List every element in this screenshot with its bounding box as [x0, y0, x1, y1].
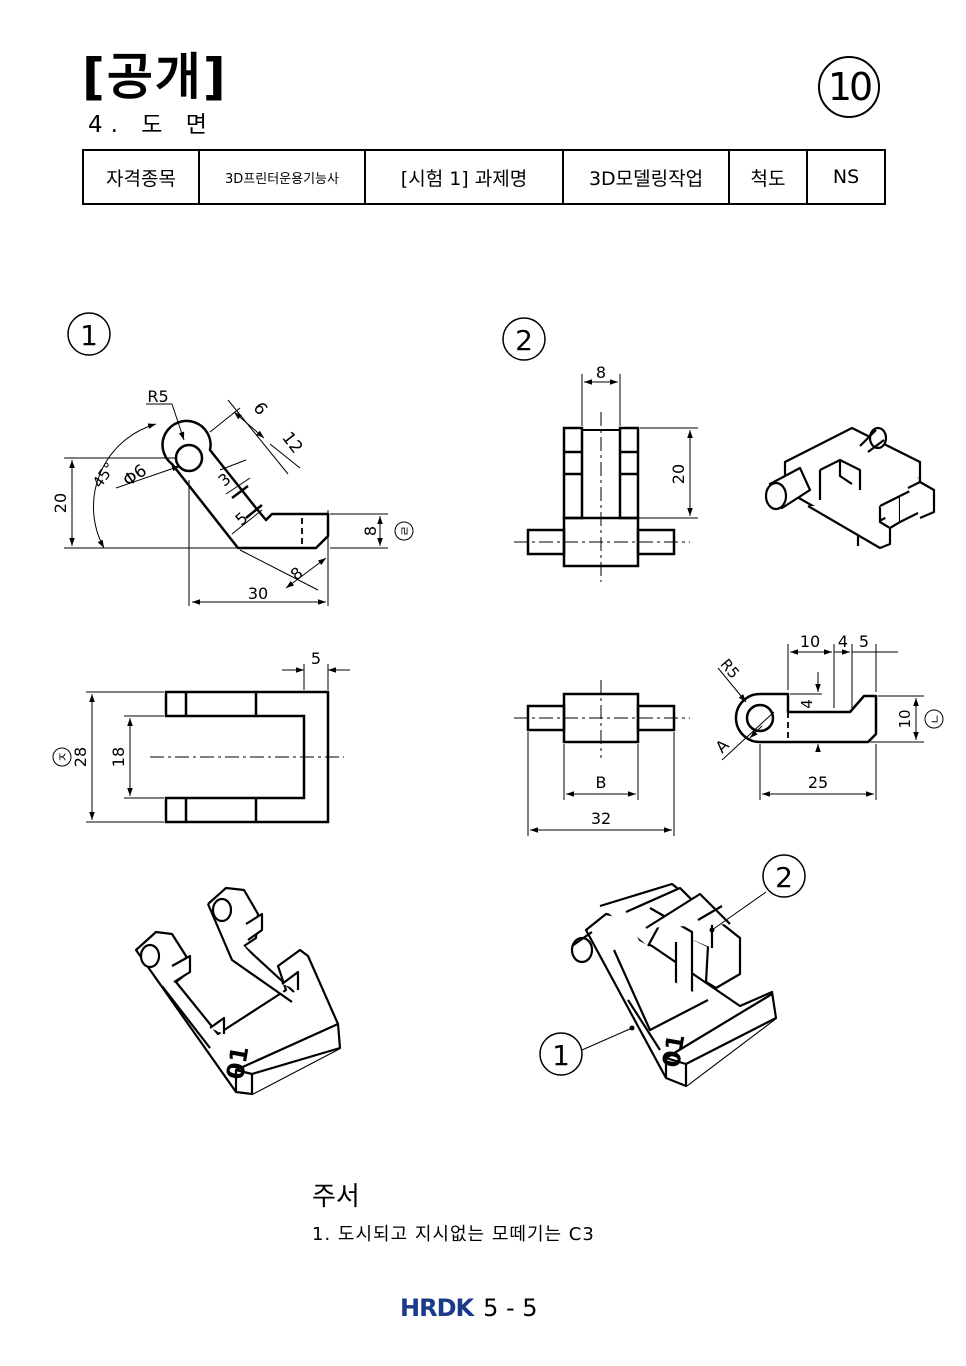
view-1-label: 1 — [67, 312, 111, 356]
info-row: 자격종목 3D프린터운용기능사 [시험 1] 과제명 3D모델링작업 척도 NS — [82, 149, 886, 205]
dim-28: 28 — [71, 747, 90, 767]
callout-1: 1 — [539, 1025, 635, 1076]
dim-r5-side: R5 — [717, 655, 744, 682]
dim-20-front: 20 — [51, 493, 70, 513]
part1-isometric — [134, 886, 342, 1096]
dim-18: 18 — [109, 747, 128, 767]
hrdk-logo: HRDK — [400, 1294, 474, 1322]
view-2-label: 2 — [502, 317, 546, 361]
dim-10-height: 10 — [896, 709, 914, 728]
ref-j-marker: ㅈ — [52, 747, 72, 767]
dim-8-height: 8 — [361, 526, 380, 536]
dim-6: 6 — [249, 398, 271, 419]
dim-r5: R5 — [147, 387, 168, 406]
dim-8-angled: 8 — [287, 563, 307, 584]
dim-b: B — [596, 773, 607, 792]
dim-phi6: Φ6 — [119, 461, 150, 491]
dim-5-arm: 5 — [231, 508, 251, 529]
dim-5-side: 5 — [859, 632, 869, 651]
dim-4-side: 4 — [838, 632, 848, 651]
footer-page-number: 5 - 5 — [483, 1294, 538, 1322]
footer: HRDK 5 - 5 — [400, 1296, 538, 1320]
part2-side-dims — [717, 644, 924, 800]
notes-title: 주서 — [312, 1182, 360, 1212]
svg-text:2: 2 — [515, 324, 533, 357]
svg-text:1: 1 — [552, 1039, 570, 1072]
dim-10-side: 10 — [800, 632, 820, 651]
ref-r-marker: ㄹ — [394, 521, 414, 541]
part1-front-dims — [64, 399, 388, 606]
dim-3: 3 — [214, 469, 234, 490]
section-subtitle: 4. 도 면 — [88, 112, 215, 138]
part2-front-dims — [514, 374, 698, 582]
dim-30: 30 — [248, 584, 268, 603]
page-number-badge: 10 — [818, 56, 880, 118]
dim-32: 32 — [591, 809, 611, 828]
dim-20-side: 20 — [669, 464, 688, 484]
callout-2: 2 — [709, 854, 806, 933]
part2-top-dims — [514, 680, 690, 836]
part1-top-view — [164, 690, 330, 824]
dim-4-depth: 4 — [798, 699, 816, 709]
info-cell-scale: NS — [806, 149, 886, 205]
note-item: 1. 도시되고 지시없는 모떼기는 C3 — [312, 1224, 595, 1245]
info-cell-task: 3D모델링작업 — [562, 149, 730, 205]
info-cell-subject-label: 자격종목 — [82, 149, 200, 205]
part1-top-dims — [86, 664, 350, 823]
svg-text:ㄴ: ㄴ — [928, 713, 942, 724]
svg-text:1: 1 — [80, 319, 98, 352]
dim-5-top: 5 — [311, 649, 321, 668]
dim-25: 25 — [808, 773, 828, 792]
assembly-isometric — [570, 882, 778, 1088]
assembly-mark: 01 — [657, 1032, 690, 1070]
svg-text:2: 2 — [775, 861, 793, 894]
info-table: 자격종목 3D프린터운용기능사 [시험 1] 과제명 3D모델링작업 척도 NS — [82, 149, 886, 205]
info-cell-scale-label: 척도 — [728, 149, 808, 205]
page-title: [공개] — [82, 48, 228, 106]
ref-n-marker: ㄴ — [924, 709, 944, 729]
part1-front-view — [161, 419, 330, 550]
part1-mark: 01 — [221, 1044, 254, 1082]
dim-8-top: 8 — [596, 363, 606, 382]
info-cell-task-label: [시험 1] 과제명 — [364, 149, 564, 205]
dim-45deg: 45° — [89, 459, 119, 491]
svg-text:ㅈ: ㅈ — [56, 751, 70, 762]
info-cell-subject: 3D프린터운용기능사 — [198, 149, 366, 205]
part2-isometric — [764, 426, 936, 550]
svg-text:ㄹ: ㄹ — [398, 525, 412, 536]
